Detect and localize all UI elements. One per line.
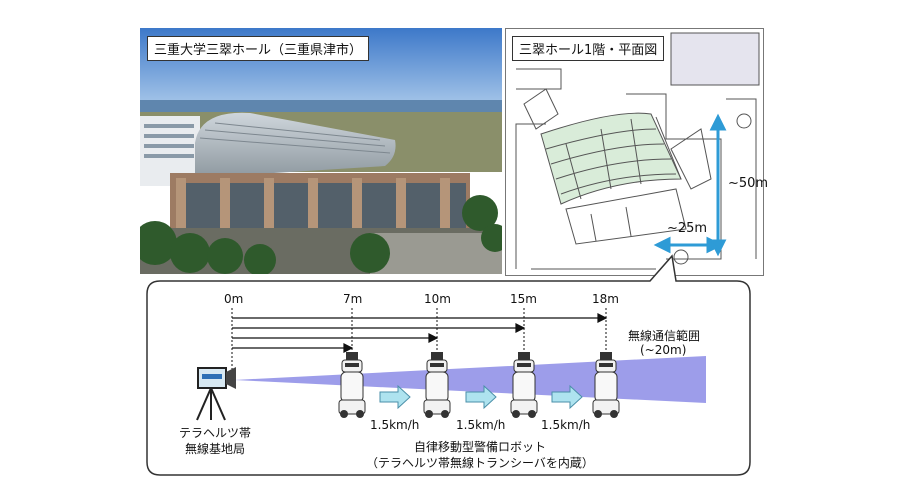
move-arrow-icon [551, 384, 583, 410]
move-arrow-icon [379, 384, 411, 410]
distance-guides [231, 308, 607, 372]
robot-icon [338, 352, 366, 418]
hall-photo [140, 28, 502, 274]
distance-label-10m: 10m [424, 292, 451, 306]
robot-icon [423, 352, 451, 418]
floorplan-caption: 三翠ホール1階・平面図 [512, 36, 665, 61]
base-station-icon [196, 367, 236, 421]
distance-label-18m: 18m [592, 292, 619, 306]
speed-label: 1.5km/h [370, 418, 420, 432]
base-station-label-line2: 無線基地局 [184, 442, 245, 456]
distance-arrows [232, 313, 608, 353]
callout-box [146, 254, 751, 476]
move-arrow-icon [465, 384, 497, 410]
floor-plan-drawing [515, 32, 760, 270]
robot-icon [592, 352, 620, 418]
distance-label-0m: 0m [224, 292, 244, 306]
speed-label: 1.5km/h [541, 418, 591, 432]
base-station-label-line1: テラヘルツ帯 [178, 426, 251, 440]
distance-label-7m: 7m [343, 292, 363, 306]
range-label-title: 無線通信範囲 [628, 329, 701, 343]
photo-caption: 三重大学三翠ホール（三重県津市） [147, 36, 370, 61]
width-dimension-label: ~25m [667, 221, 708, 236]
robot-label-line1: 自律移動型警備ロボット [413, 440, 546, 454]
hall-photo-image [140, 28, 502, 274]
floor-plan [505, 28, 764, 276]
speed-label: 1.5km/h [456, 418, 506, 432]
robot-label-line2: （テラヘルツ帯無線トランシーバを内蔵） [366, 456, 594, 470]
length-dimension-label: ~50m [728, 176, 769, 191]
range-label-value: (~20m) [640, 343, 687, 357]
distance-label-15m: 15m [510, 292, 537, 306]
robot-icon [510, 352, 538, 418]
radio-beam [234, 356, 706, 403]
